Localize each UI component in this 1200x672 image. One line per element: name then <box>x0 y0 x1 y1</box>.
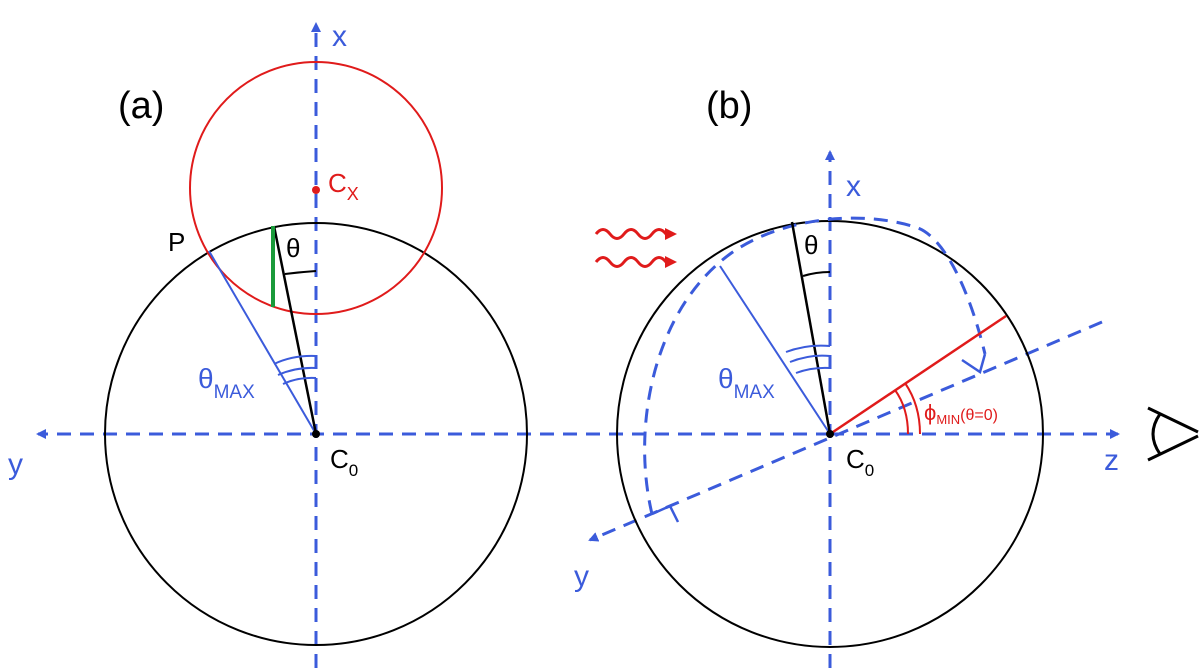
panel-b-right-angle-left <box>651 504 680 523</box>
panel-b-right-angle-right <box>961 353 987 374</box>
panel-b-thetamax-arc-1 <box>789 354 831 363</box>
panel-b-y-label: y <box>574 560 589 593</box>
panel-b-phi-label: ϕMIN(θ=0) <box>924 400 998 427</box>
panel-b-thetamax-arc-3 <box>785 344 831 353</box>
panel-b-c0-dot <box>826 430 834 438</box>
panel-b-c0-label: C0 <box>846 444 874 480</box>
panel-a-y-label: y <box>8 448 23 481</box>
panel-a-x-label: x <box>332 20 347 53</box>
panel-a-p-radius <box>208 250 317 435</box>
panel-b: (b) x z y θ θMAX C0 ϕMIN(θ=0) <box>574 85 1199 668</box>
panel-a-theta-arc <box>284 270 317 275</box>
panel-a-red-circle <box>189 61 443 315</box>
observer-eye-icon <box>1147 406 1199 462</box>
panel-b-phi-arc-2 <box>904 382 921 435</box>
panel-a-c0-dot <box>312 430 320 438</box>
panel-b-phi-radius <box>829 314 1007 436</box>
panel-a-thetamax-arc-2 <box>273 354 317 365</box>
panel-a: (a) x y P θ CX θMAX C0 <box>8 20 830 668</box>
panel-a-thetamax-arc-1 <box>277 366 317 376</box>
panel-a-cx-dot <box>312 186 320 194</box>
panel-b-label: (b) <box>706 85 752 127</box>
panel-a-c0-label: C0 <box>330 444 358 480</box>
panel-a-p-label: P <box>168 227 185 257</box>
panel-b-thetamax-arc-2 <box>795 366 831 374</box>
panel-b-theta-label: θ <box>804 230 818 260</box>
wave-arrow-2 <box>594 256 677 268</box>
panel-a-theta-label: θ <box>286 233 300 263</box>
wave-arrow-1 <box>594 228 677 240</box>
panel-b-x-label: x <box>846 170 861 203</box>
panel-a-label: (a) <box>118 85 164 127</box>
panel-a-cx-label: CX <box>328 168 359 204</box>
panel-a-sphere <box>104 222 528 646</box>
panel-b-theta-radius <box>790 221 832 435</box>
panel-b-z-label: z <box>1104 444 1119 477</box>
panel-b-thetamax-label: θMAX <box>718 363 775 403</box>
panel-b-thetamax-radius <box>719 265 831 435</box>
panel-a-theta-radius <box>272 225 318 435</box>
panel-b-dashed-ellipse <box>643 216 987 515</box>
panel-a-thetamax-label: θMAX <box>198 363 255 403</box>
panel-a-thetamax-arc-3 <box>282 376 317 385</box>
panel-b-phi-arc-1 <box>894 389 909 435</box>
panel-b-theta-arc <box>802 271 831 277</box>
panel-b-y-axis <box>588 320 1103 542</box>
panel-b-sphere <box>616 220 1044 648</box>
